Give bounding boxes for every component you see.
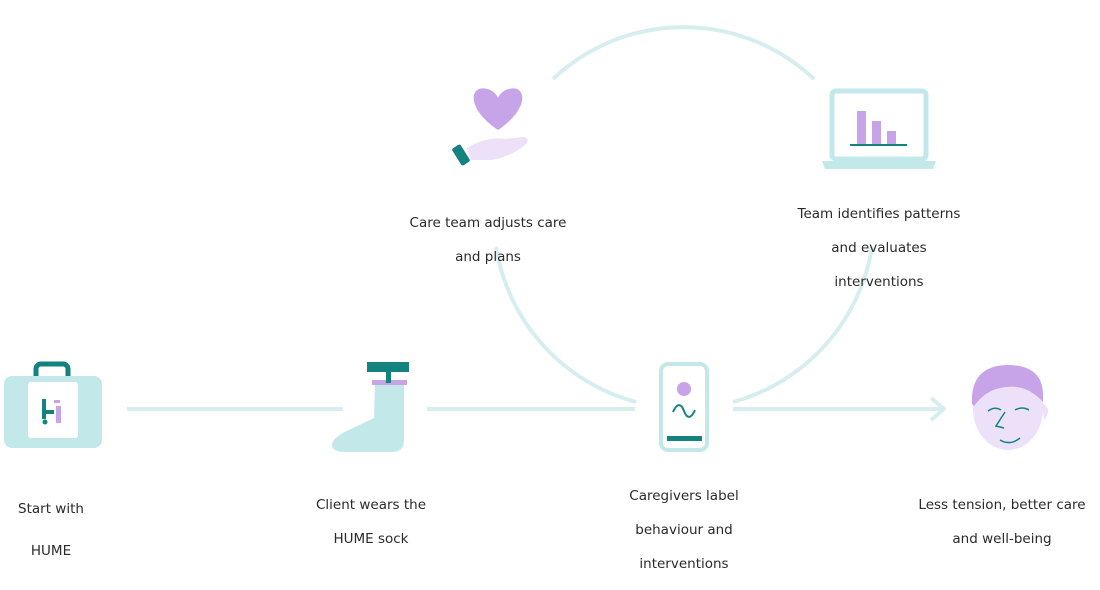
- cycle-arc-top: [551, 25, 816, 81]
- step-label-caregivers: Caregivers label behaviour and intervent…: [609, 471, 759, 590]
- step-label-patterns: Team identifies patterns and evaluates i…: [779, 189, 979, 308]
- step-label-line: and plans: [455, 249, 521, 265]
- step-label-line: behaviour and: [635, 522, 733, 538]
- step-label-adjust: Care team adjusts care and plans: [388, 198, 588, 283]
- step-label-line: Caregivers label: [629, 488, 739, 504]
- cycle-arc-left: [494, 246, 637, 404]
- step-label-line: HUME sock: [333, 531, 409, 547]
- sock-icon: [331, 362, 409, 452]
- step-label-line: and well-being: [952, 531, 1052, 547]
- briefcase-logo-icon: [4, 361, 102, 448]
- process-diagram: [4, 25, 1048, 452]
- step-label-line: HUME: [30, 543, 72, 559]
- hand-heart-icon: [452, 88, 528, 166]
- laptop-chart-icon: [822, 88, 936, 169]
- cycle-arc-right: [732, 246, 874, 404]
- step-label-line: Team identifies patterns: [797, 206, 961, 222]
- step-label-start: Start with HUME: [0, 478, 111, 583]
- step-label-line: interventions: [834, 274, 924, 290]
- step-label-line: Care team adjusts care: [409, 215, 567, 231]
- step-label-line: interventions: [639, 556, 729, 572]
- step-label-result: Less tension, better care and well-being: [907, 480, 1097, 565]
- arrow-head-icon: [929, 396, 946, 422]
- step-label-sock: Client wears the HUME sock: [301, 480, 441, 565]
- step-label-line: and evaluates: [831, 240, 927, 256]
- calm-face-icon: [971, 365, 1048, 450]
- step-label-line: Start with: [18, 501, 84, 517]
- step-label-line: Less tension, better care: [918, 497, 1086, 513]
- smartphone-icon: [659, 362, 709, 452]
- step-label-line: Client wears the: [315, 497, 427, 513]
